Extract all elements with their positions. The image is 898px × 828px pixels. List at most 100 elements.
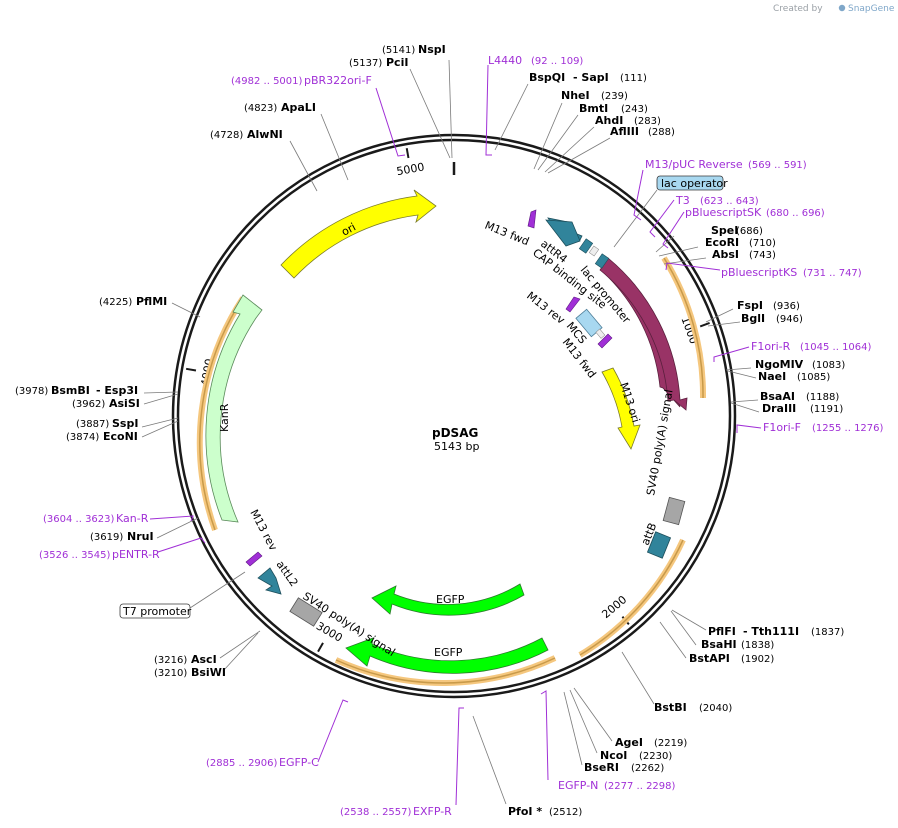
primer-leaders bbox=[149, 64, 762, 806]
absi-leader bbox=[663, 257, 707, 265]
sv40-signal-right-label: SV40 poly(A) signal bbox=[644, 388, 675, 496]
site-bsaai-name: BsaAI bbox=[760, 390, 795, 403]
primer-pbluescriptsk-name: pBluescriptSK bbox=[685, 206, 762, 219]
egfp-inner-label: EGFP bbox=[436, 593, 465, 606]
orf-arc-kanr bbox=[199, 297, 244, 531]
sspi-leader bbox=[141, 417, 179, 428]
site-pcii-pos: (5137) bbox=[349, 58, 382, 69]
m13-ori-feature bbox=[601, 367, 641, 450]
site-fspi-pos: (936) bbox=[773, 301, 800, 312]
site-spei-name: SpeI bbox=[711, 224, 738, 237]
site-ngomiv-name: NgoMIV bbox=[755, 358, 804, 371]
site-draiii-pos: (1191) bbox=[810, 404, 843, 415]
cap-binding-box bbox=[578, 238, 594, 254]
site-nhei-name: NheI bbox=[561, 89, 590, 102]
site-labels: (5141) NspI (5137) PciI BspQI - SapI (11… bbox=[15, 43, 845, 818]
site-bsmbi-pos: (3978) bbox=[15, 386, 48, 397]
site-pflfi-name: PflFI bbox=[708, 625, 736, 638]
nhei-leader bbox=[533, 102, 563, 170]
site-alwni-pos: (4728) bbox=[210, 130, 243, 141]
attl2-feature bbox=[257, 567, 282, 595]
backbone bbox=[171, 133, 737, 699]
egfp-outer-feature bbox=[345, 637, 549, 674]
site-apali-pos: (4823) bbox=[244, 103, 277, 114]
primer-pbluescriptks-name: pBluescriptKS bbox=[721, 266, 797, 279]
primer-f1ori-r-name: F1ori-R bbox=[751, 340, 791, 353]
apali-leader bbox=[320, 113, 349, 181]
bsiwi-leader bbox=[223, 632, 259, 671]
kanr-label: KanR bbox=[218, 403, 231, 432]
primer-egfp-n-range: (2277 .. 2298) bbox=[604, 781, 676, 792]
site-bsaai-pos: (1188) bbox=[806, 392, 839, 403]
snapgene-logo-icon bbox=[838, 4, 846, 12]
pentr-r-leader bbox=[157, 537, 206, 553]
site-bspqi-pos: (111) bbox=[620, 73, 647, 84]
lac-operator-leader bbox=[613, 189, 658, 248]
site-bseri-name: BseRI bbox=[584, 761, 619, 774]
primer-pentr-r-name: pENTR-R bbox=[112, 548, 160, 561]
site-nrui-pos: (3619) bbox=[90, 532, 123, 543]
primer-egfp-c-range: (2885 .. 2906) bbox=[206, 758, 278, 769]
fspi-leader bbox=[705, 308, 734, 323]
site-alwni-name: AlwNI bbox=[247, 128, 283, 141]
site-bstbi-name: BstBI bbox=[654, 701, 687, 714]
t7-promoter-tag: T7 promoter bbox=[119, 571, 246, 619]
site-bsmbi-name: BsmBI bbox=[51, 384, 90, 397]
egfp-c-leader bbox=[317, 699, 349, 763]
m13-rev-top-label: M13 rev bbox=[524, 289, 567, 327]
site-leaders bbox=[141, 59, 760, 805]
site-naei-name: NaeI bbox=[758, 370, 786, 383]
site-bspqi-name2: - SapI bbox=[573, 71, 609, 84]
econi-leader bbox=[141, 420, 179, 438]
nrui-leader bbox=[156, 517, 199, 539]
site-absi-name: AbsI bbox=[712, 248, 739, 261]
tick-5000 bbox=[405, 147, 410, 159]
primer-l4440-range: (92 .. 109) bbox=[531, 56, 583, 67]
site-bseri-pos: (2262) bbox=[631, 763, 664, 774]
site-fspi-name: FspI bbox=[737, 299, 763, 312]
site-pfoi-pos: (2512) bbox=[549, 807, 582, 818]
site-nhei-pos: (239) bbox=[601, 91, 628, 102]
primer-egfp-c-name: EGFP-C bbox=[279, 756, 319, 769]
site-bgli-pos: (946) bbox=[776, 314, 803, 325]
bgli-leader bbox=[707, 321, 741, 327]
draiii-leader bbox=[730, 402, 760, 413]
site-pflmi-name: PflMI bbox=[136, 295, 167, 308]
primer-t3-name: T3 bbox=[675, 194, 690, 207]
bmti-leader bbox=[537, 114, 579, 171]
m13-rev-top-arrow bbox=[565, 296, 581, 313]
t3-leader bbox=[649, 199, 675, 238]
site-agei-name: AgeI bbox=[615, 736, 643, 749]
site-econi-pos: (3874) bbox=[66, 432, 99, 443]
primer-labels: L4440 (92 .. 109) (4982 .. 5001) pBR322o… bbox=[39, 54, 884, 818]
naei-leader bbox=[727, 370, 757, 379]
lac-operator-tag: lac operator bbox=[613, 175, 728, 248]
site-ncoi-name: NcoI bbox=[600, 749, 627, 762]
egfp-inner-feature bbox=[371, 583, 525, 616]
site-ecori-name: EcoRI bbox=[705, 236, 739, 249]
primer-exfp-r-name: EXFP-R bbox=[413, 805, 452, 818]
primer-egfp-n-name: EGFP-N bbox=[558, 779, 598, 792]
primer-pbluescriptks-range: (731 .. 747) bbox=[803, 268, 862, 279]
alwni-leader bbox=[289, 140, 318, 192]
credit-prefix: Created by bbox=[773, 4, 823, 14]
primer-f1ori-r-range: (1045 .. 1064) bbox=[800, 342, 872, 353]
lac-promoter-box bbox=[594, 253, 610, 269]
primer-f1ori-f-name: F1ori-F bbox=[763, 421, 801, 434]
bseri-leader bbox=[563, 691, 583, 766]
pbluescriptsk-leader bbox=[662, 211, 685, 249]
pbluescriptks-leader bbox=[665, 262, 721, 271]
small-feature-box bbox=[588, 245, 600, 257]
site-absi-pos: (743) bbox=[749, 250, 776, 261]
m13-fwd-top-label: M13 fwd bbox=[483, 219, 531, 249]
egfp-n-leader bbox=[540, 690, 549, 781]
site-nspi-pos: (5141) bbox=[382, 45, 415, 56]
primer-pbr322ori-f-range: (4982 .. 5001) bbox=[231, 76, 303, 87]
site-bsiwi-pos: (3210) bbox=[154, 668, 187, 679]
site-ncoi-pos: (2230) bbox=[639, 751, 672, 762]
credit: Created by SnapGene bbox=[773, 4, 895, 14]
primer-pentr-r-range: (3526 .. 3545) bbox=[39, 550, 111, 561]
kanr-feature bbox=[205, 294, 263, 523]
t7-promoter-box bbox=[119, 603, 191, 619]
